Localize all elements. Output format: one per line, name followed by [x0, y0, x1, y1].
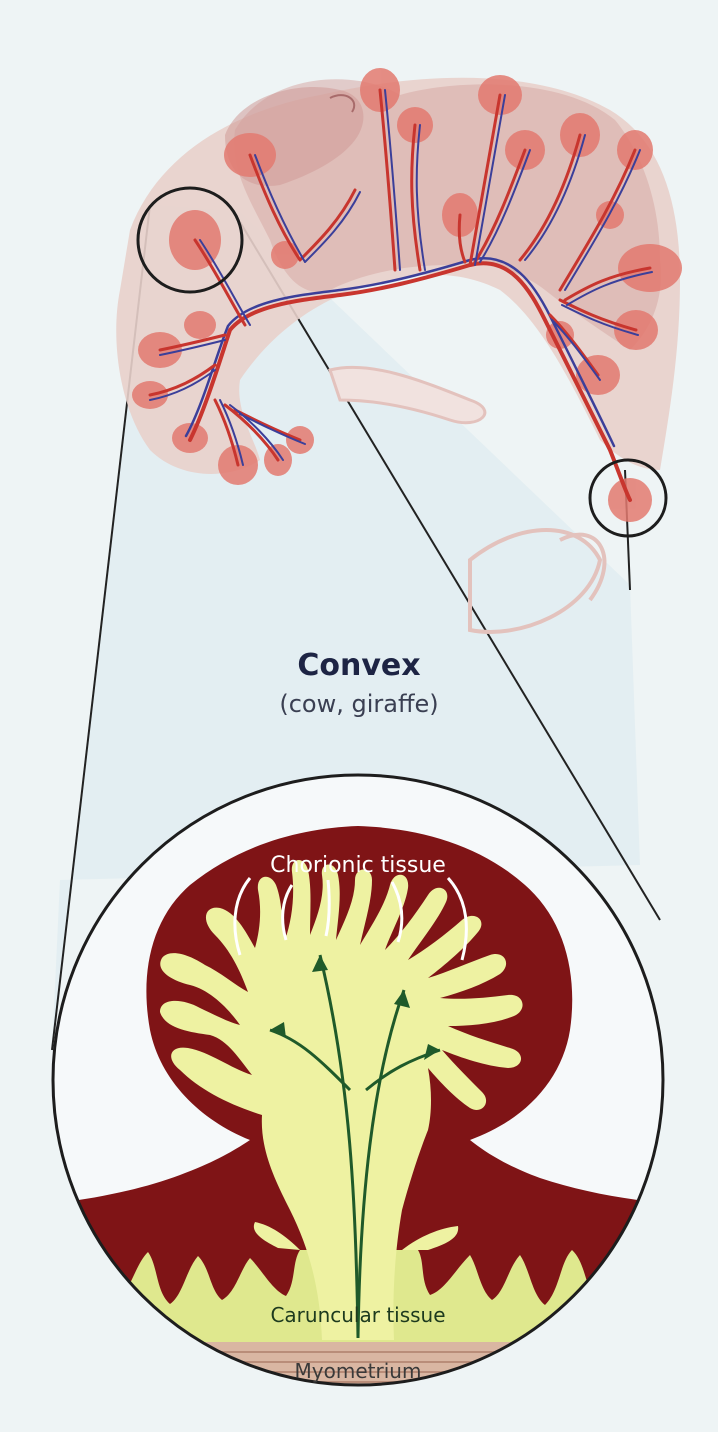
cotyledon-detail: Chorionic tissue Caruncular tissue Myome… [40, 775, 680, 1400]
chorionic-tissue-label: Chorionic tissue [270, 853, 446, 878]
myometrium-label: Myometrium [295, 1359, 422, 1383]
diagram-subtitle: (cow, giraffe) [0, 690, 718, 718]
diagram-title: Convex [0, 648, 718, 683]
caruncular-tissue-label: Caruncular tissue [270, 1303, 445, 1327]
